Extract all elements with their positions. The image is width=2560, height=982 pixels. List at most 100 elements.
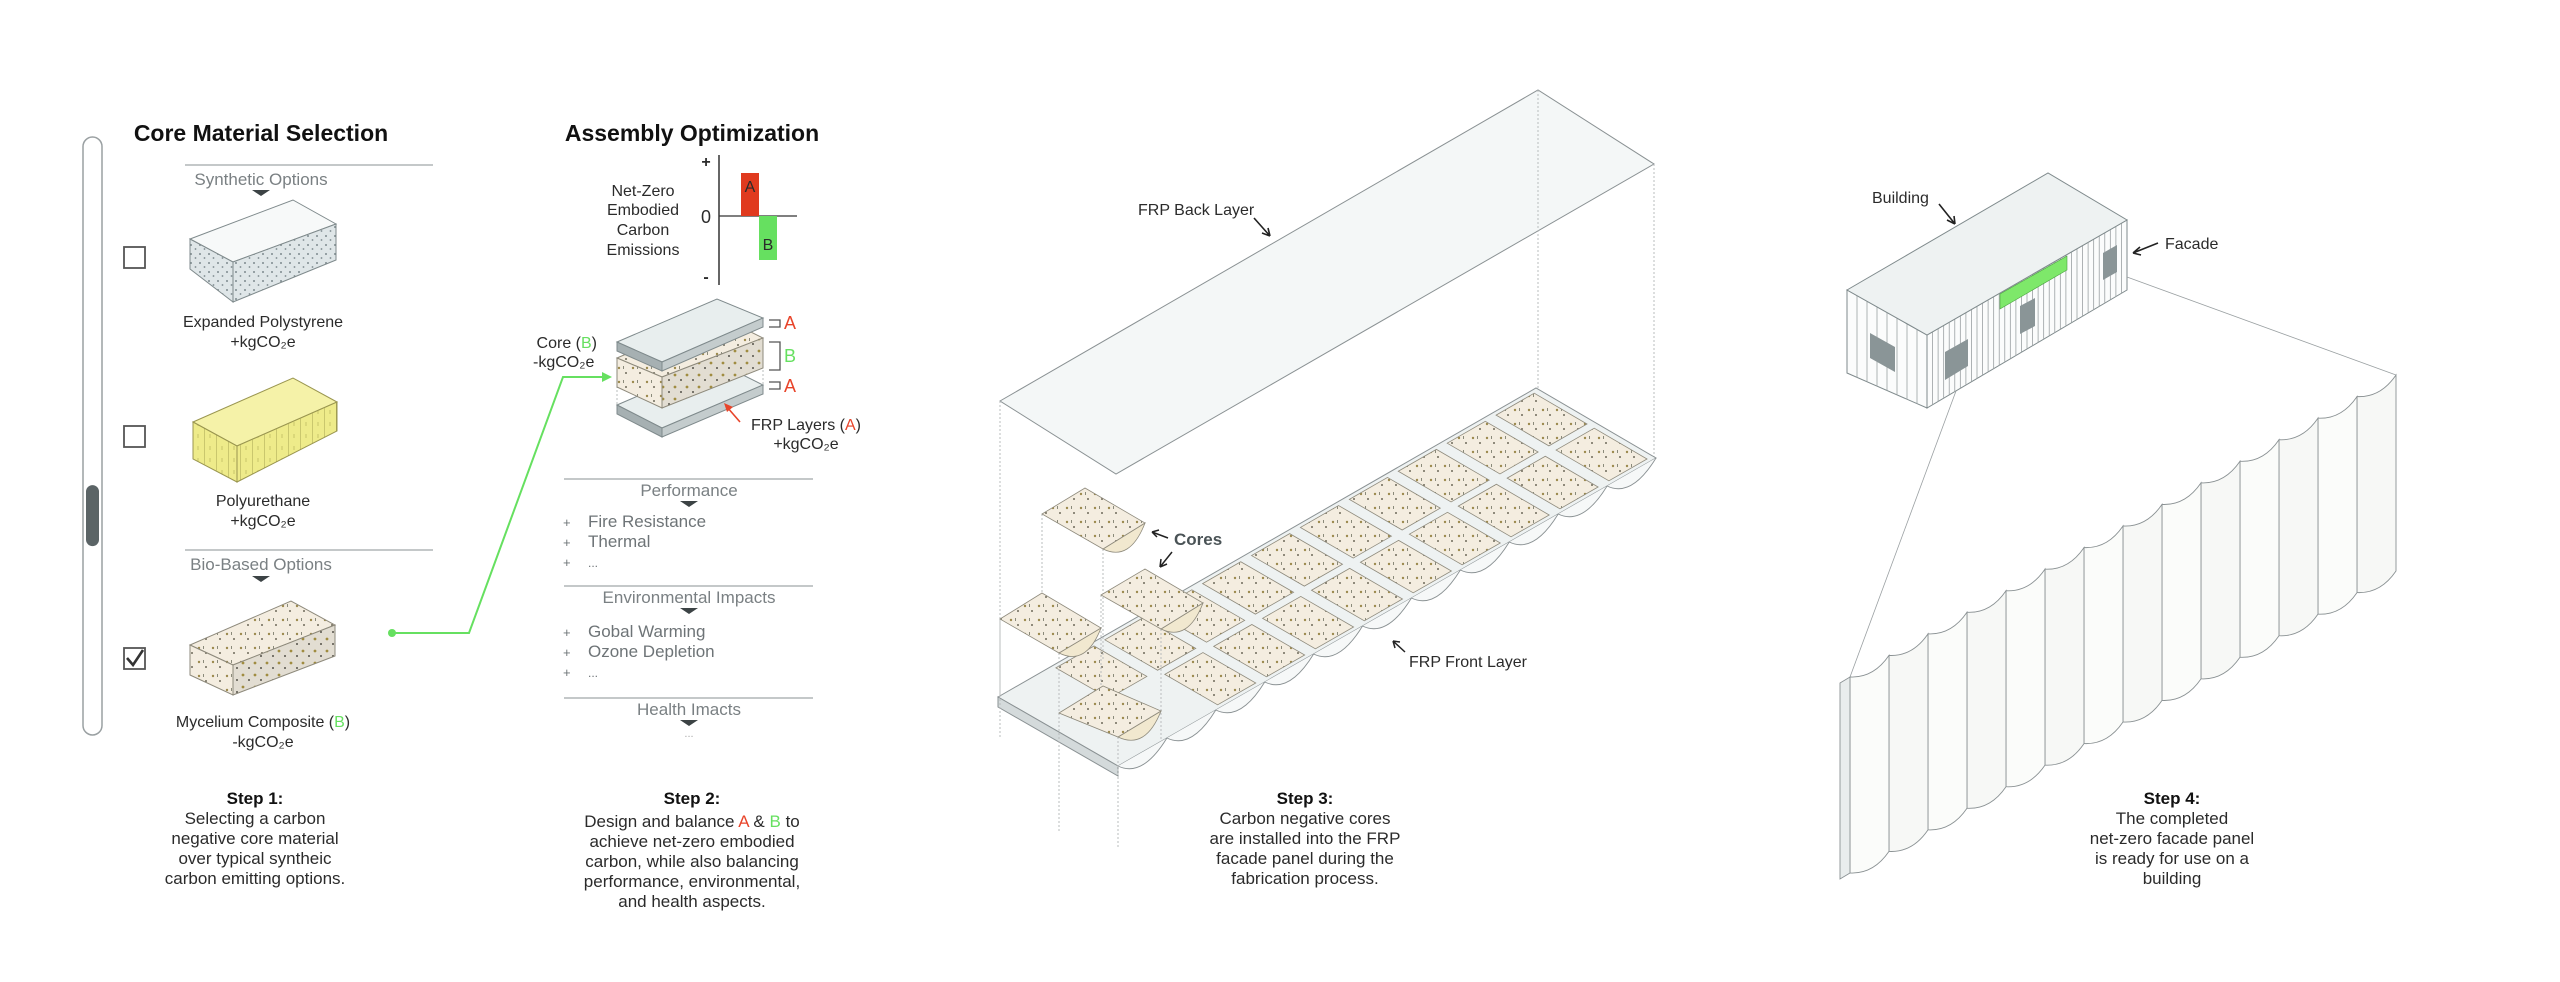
bracket-icon xyxy=(769,319,781,390)
scrollbar-thumb[interactable] xyxy=(86,485,99,547)
facade-rib xyxy=(2044,546,2085,766)
floating-core xyxy=(1100,568,1204,739)
facade-rib xyxy=(1849,653,1890,874)
step3-panel-assembly: FRP Back Layer Cores FRP Front Layer Ste… xyxy=(996,89,1657,888)
section-title: Core Material Selection xyxy=(134,120,388,146)
bullet-plus-icon: + xyxy=(563,665,571,680)
step2-caption-line: performance, environmental, xyxy=(584,872,800,891)
scallop xyxy=(1557,485,1608,518)
step4-caption-line: building xyxy=(2143,869,2202,888)
checkbox-polyurethane[interactable] xyxy=(123,425,146,448)
axis-zero: 0 xyxy=(701,207,711,227)
step1-caption-line: negative core material xyxy=(171,829,338,848)
step3-caption-line: are installed into the FRP xyxy=(1210,829,1401,848)
scallop xyxy=(1166,709,1217,742)
core-cell xyxy=(1397,448,1491,503)
arrow-icon xyxy=(2132,242,2159,256)
core-cell xyxy=(1310,567,1404,622)
scrollbar[interactable] xyxy=(82,136,103,736)
core-cell xyxy=(1506,455,1599,510)
core-cell xyxy=(1261,595,1355,650)
step2-caption-line: Design and balance A & B to xyxy=(584,812,800,831)
chart-label-line: Net-Zero xyxy=(611,183,674,200)
eps-block-illustration xyxy=(188,199,338,304)
zoom-line xyxy=(2126,276,2397,376)
bar-a-label: A xyxy=(745,179,756,196)
zoom-line xyxy=(1849,390,1957,678)
criteria-item: ... xyxy=(588,666,598,680)
bullet-plus-icon: + xyxy=(563,515,571,530)
core-label: Core (B) xyxy=(537,335,597,352)
step3-caption-line: facade panel during the xyxy=(1216,849,1394,868)
frp-back-layer xyxy=(999,89,1655,697)
bullet-plus-icon: + xyxy=(563,645,571,660)
building-illustration xyxy=(1845,172,2128,409)
scallop xyxy=(1117,737,1168,770)
bullet-plus-icon: + xyxy=(563,535,571,550)
facade-rib xyxy=(2122,502,2163,723)
caret-down-icon xyxy=(680,501,698,507)
scallop xyxy=(1215,681,1266,714)
criteria-item: Fire Resistance xyxy=(588,512,706,531)
scallop xyxy=(1509,513,1559,546)
facade-rib xyxy=(1966,589,2007,809)
core-label-highlight: B xyxy=(581,335,592,352)
floating-cores xyxy=(999,487,1204,847)
core-cell xyxy=(1348,476,1442,531)
frp-label-prefix: FRP Layers ( xyxy=(751,417,846,434)
caption-amp: & xyxy=(749,812,770,831)
step2-caption-title: Step 2: xyxy=(664,789,721,808)
step2-caption-line: carbon, while also balancing xyxy=(585,852,799,871)
core-top xyxy=(1100,568,1204,630)
option-name: Polyurethane xyxy=(216,493,310,510)
facade-rib xyxy=(2161,481,2202,701)
step1-caption-line: Selecting a carbon xyxy=(185,809,326,828)
core-top xyxy=(1058,685,1162,738)
option-carbon: -kgCO₂e xyxy=(232,734,293,751)
window xyxy=(2020,298,2035,334)
step4-caption-line: is ready for use on a xyxy=(2095,849,2250,868)
scrollbar-track[interactable] xyxy=(82,136,103,736)
option-name: Mycelium Composite (B) xyxy=(176,714,350,731)
frp-back-layer-label: FRP Back Layer xyxy=(1138,202,1255,219)
environmental-impacts-header[interactable]: Environmental Impacts xyxy=(603,588,776,607)
scallop xyxy=(1362,597,1412,630)
checkbox-mycelium-composite[interactable] xyxy=(123,647,146,670)
caption-prefix: Design and balance xyxy=(584,812,738,831)
checkbox-expanded-polystyrene[interactable] xyxy=(123,246,146,269)
facade-rib xyxy=(2200,459,2241,680)
frp-layers-label: FRP Layers (A) xyxy=(751,417,861,434)
health-impacts-header[interactable]: Health Imacts xyxy=(637,700,741,719)
chart-label-line: Emissions xyxy=(607,242,680,259)
facade-label: Facade xyxy=(2165,236,2218,253)
step1-core-material-selection: Core Material Selection Synthetic Option… xyxy=(82,120,433,888)
floating-core xyxy=(1058,685,1162,847)
performance-header[interactable]: Performance xyxy=(640,481,737,500)
criteria-item: Thermal xyxy=(588,532,650,551)
option-carbon: +kgCO₂e xyxy=(230,334,295,351)
scallop xyxy=(1460,541,1510,574)
cores-label: Cores xyxy=(1174,530,1222,549)
step2-assembly-optimization: Assembly Optimization Net-Zero Embodied … xyxy=(533,120,861,911)
axis-minus: - xyxy=(703,269,708,286)
frp-arrow-icon xyxy=(724,403,741,423)
name-prefix: Mycelium Composite ( xyxy=(176,714,335,731)
bio-based-options-header: Bio-Based Options xyxy=(190,555,332,574)
facade-rib xyxy=(2083,524,2124,745)
facade-rib xyxy=(1888,632,1929,852)
step2-caption-line: and health aspects. xyxy=(618,892,765,911)
caption-suffix: to xyxy=(781,812,800,831)
core-cell xyxy=(1299,505,1393,559)
step1-caption-line: carbon emitting options. xyxy=(165,869,346,888)
criteria-item: ... xyxy=(684,728,693,740)
frp-front-layer xyxy=(996,387,1657,777)
window xyxy=(1870,333,1895,372)
name-highlight-b: B xyxy=(334,714,345,731)
caret-down-icon xyxy=(252,576,270,582)
core-cell xyxy=(1446,420,1539,475)
core-cell xyxy=(1359,539,1453,594)
core-cell xyxy=(1408,511,1502,566)
layer-b: B xyxy=(784,346,796,366)
scalloped-edge xyxy=(1117,457,1657,770)
facade-rib xyxy=(2317,395,2358,615)
